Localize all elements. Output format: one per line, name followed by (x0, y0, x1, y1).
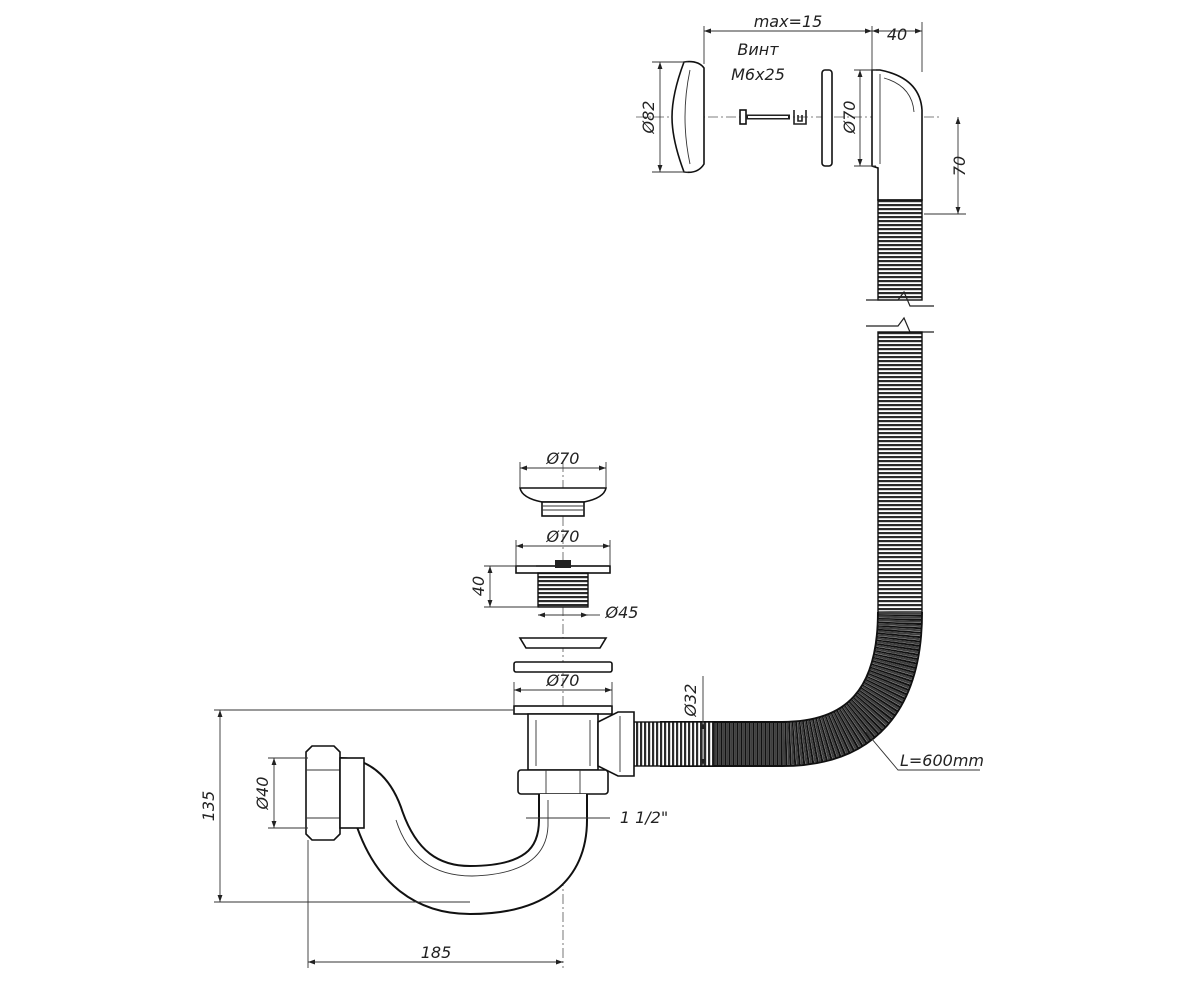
overflow-assembly (636, 60, 940, 201)
screw (739, 109, 807, 125)
drain-gasket (513, 661, 613, 673)
dim-185-label: 185 (421, 943, 452, 962)
outlet-sleeve (339, 757, 365, 829)
dim-d70-strainer-label: Ø70 (546, 527, 580, 546)
dim-70-right-label: 70 (950, 156, 969, 176)
drain-washer (518, 637, 608, 649)
dim-d70-cap-label: Ø70 (546, 449, 580, 468)
drain-assembly (513, 462, 635, 968)
overflow-body (871, 69, 923, 201)
dim-d32-label: Ø32 (681, 684, 700, 718)
dim-d70-overflow-label: Ø70 (840, 101, 859, 135)
corrugated-hose (633, 199, 934, 767)
drain-plug-cap (519, 487, 607, 517)
dim-135-label: 135 (199, 791, 218, 822)
dim-d45-label: Ø45 (605, 603, 639, 622)
drain-strainer (515, 560, 611, 608)
drain-body (513, 705, 635, 795)
thread-size-label: 1 1/2" (620, 808, 668, 827)
dim-40-strainer-label: 40 (469, 576, 488, 596)
dim-d70-body-label: Ø70 (546, 671, 580, 690)
dimensions: max=15 40 Винт М6х25 Ø82 Ø70 70 Ø70 Ø70 (199, 12, 984, 968)
overflow-gasket (821, 69, 833, 167)
siphon-trap (305, 745, 588, 916)
screw-title-label: Винт (737, 40, 779, 59)
dim-40-top-label: 40 (887, 25, 907, 44)
dim-d82-label: Ø82 (639, 101, 658, 135)
break-mark-top (866, 290, 934, 307)
dim-d40-outlet-label: Ø40 (253, 777, 272, 811)
hose-length-label: L=600mm (900, 751, 984, 770)
break-mark-bottom (866, 316, 934, 333)
dim-max15-label: max=15 (754, 12, 823, 31)
outlet-nut (305, 745, 341, 841)
screw-size-label: М6х25 (731, 65, 785, 84)
